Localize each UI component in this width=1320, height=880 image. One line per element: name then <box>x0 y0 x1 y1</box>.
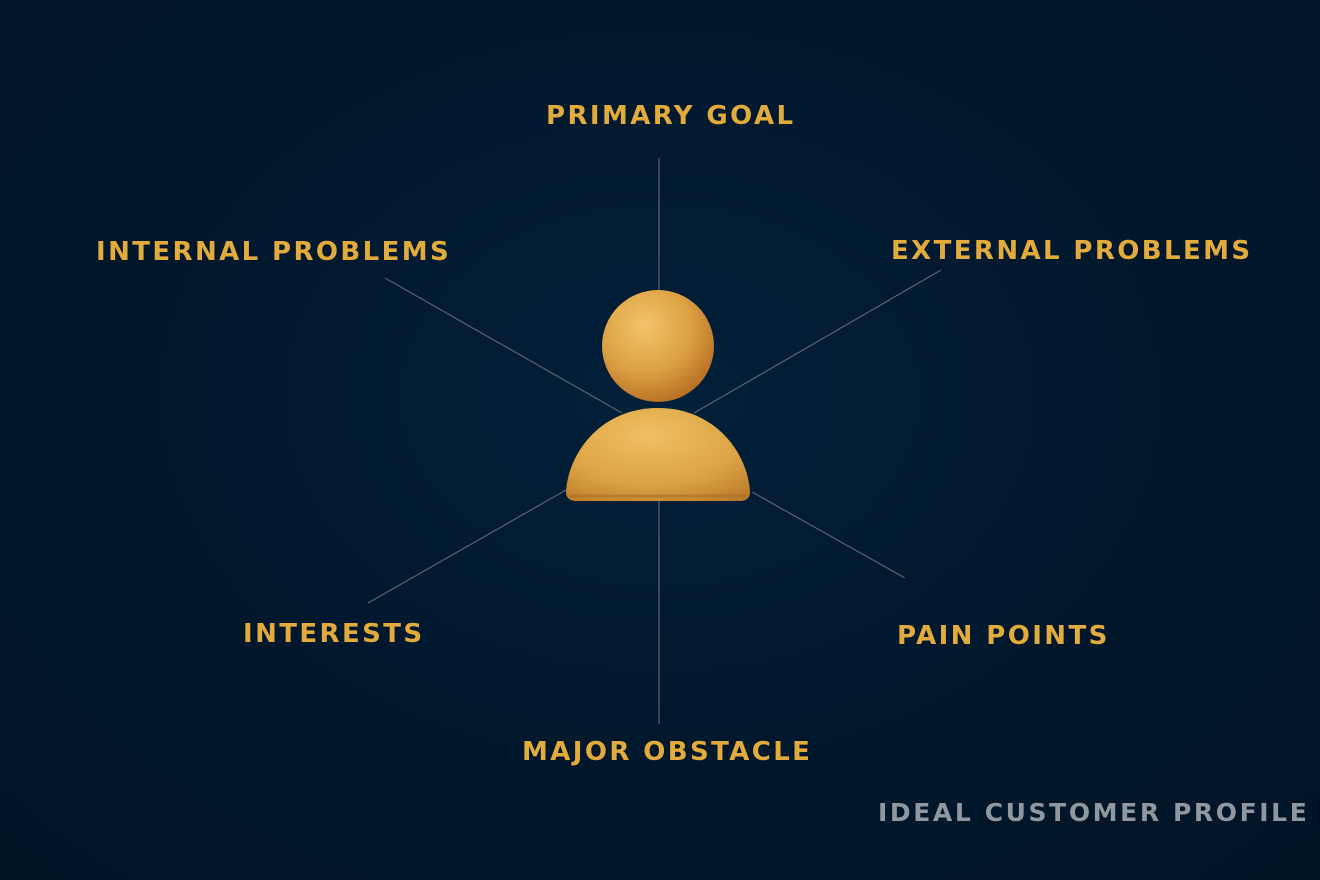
label-pain-points: PAIN POINTS <box>897 621 1110 651</box>
label-primary-goal: PRIMARY GOAL <box>546 101 796 131</box>
label-internal-problems: INTERNAL PROBLEMS <box>96 237 452 267</box>
person-icon <box>566 290 750 501</box>
person-head <box>602 290 714 402</box>
label-major-obstacle: MAJOR OBSTACLE <box>522 737 813 767</box>
label-interests: INTERESTS <box>243 619 425 649</box>
label-external-problems: EXTERNAL PROBLEMS <box>891 236 1253 266</box>
connector-external-problems <box>693 269 942 414</box>
connector-internal-problems <box>384 277 623 414</box>
connector-pain-points <box>751 491 906 579</box>
person-body <box>566 408 750 501</box>
connector-interests <box>367 489 567 604</box>
caption-ideal-customer-profile: IDEAL CUSTOMER PROFILE <box>878 798 1310 827</box>
